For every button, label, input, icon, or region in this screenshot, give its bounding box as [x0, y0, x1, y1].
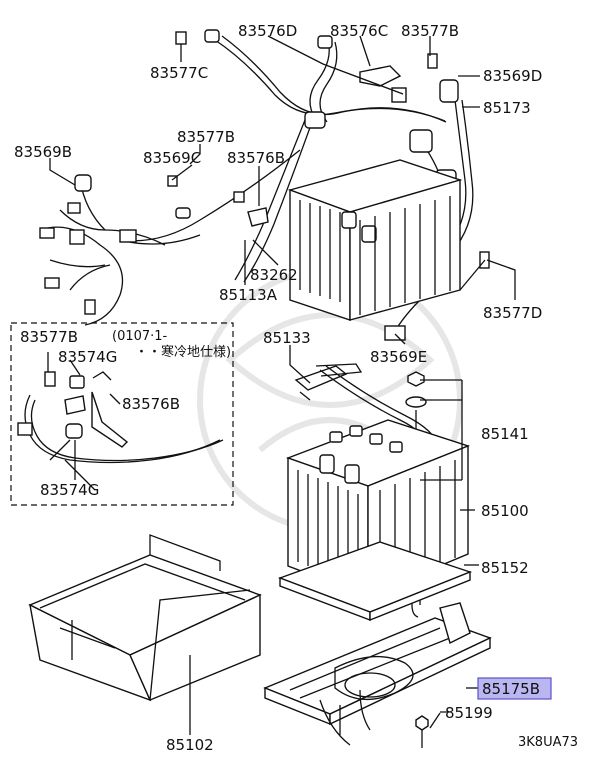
label-83577D[interactable]: 83577D	[483, 304, 542, 322]
label-83576B[interactable]: 83576B	[227, 149, 285, 167]
label-83577B-top[interactable]: 83577B	[401, 22, 459, 40]
label-85133[interactable]: 85133	[263, 329, 311, 347]
part-labels: 83576D 83576C 83577B 83577C 83569D 85173…	[14, 22, 578, 754]
label-85173[interactable]: 85173	[483, 99, 531, 117]
label-85102[interactable]: 85102	[166, 736, 214, 754]
upper-battery	[287, 159, 463, 321]
label-83262[interactable]: 83262	[250, 266, 298, 284]
leader-lines	[47, 35, 516, 735]
highlight-85175B	[477, 677, 552, 700]
inset-label-83574G-top[interactable]: 83574G	[58, 348, 117, 366]
label-83576D[interactable]: 83576D	[238, 22, 297, 40]
battery-tray	[263, 602, 492, 746]
inset-label-83576B[interactable]: 83576B	[122, 395, 180, 413]
drawing-code: 3K8UA73	[518, 735, 578, 750]
label-85141[interactable]: 85141	[481, 425, 529, 443]
battery	[285, 419, 471, 598]
label-85199[interactable]: 85199	[445, 704, 493, 722]
inset-cold-climate-box	[10, 322, 234, 506]
battery-tray-mat	[277, 541, 473, 622]
label-83577B-mid[interactable]: 83577B	[177, 128, 235, 146]
label-83569B[interactable]: 83569B	[14, 143, 72, 161]
tray-bolt	[415, 715, 429, 748]
label-83569E[interactable]: 83569E	[370, 348, 427, 366]
label-85113A[interactable]: 85113A	[219, 286, 278, 304]
label-83577C[interactable]: 83577C	[150, 64, 208, 82]
label-83569D[interactable]: 83569D	[483, 67, 542, 85]
label-83576C[interactable]: 83576C	[330, 22, 388, 40]
inset-note-line2: ・・寒冷地仕様)	[135, 344, 231, 360]
label-85100[interactable]: 85100	[481, 502, 529, 520]
label-85152[interactable]: 85152	[481, 559, 529, 577]
battery-box	[28, 534, 262, 702]
inset-label-83574G-bottom[interactable]: 83574G	[40, 481, 99, 499]
inset-label-83577B[interactable]: 83577B	[20, 328, 78, 346]
label-83569C[interactable]: 83569C	[143, 149, 201, 167]
inset-note-line1: (0107·1-	[112, 329, 168, 344]
label-85175B[interactable]: 85175B	[482, 680, 540, 698]
